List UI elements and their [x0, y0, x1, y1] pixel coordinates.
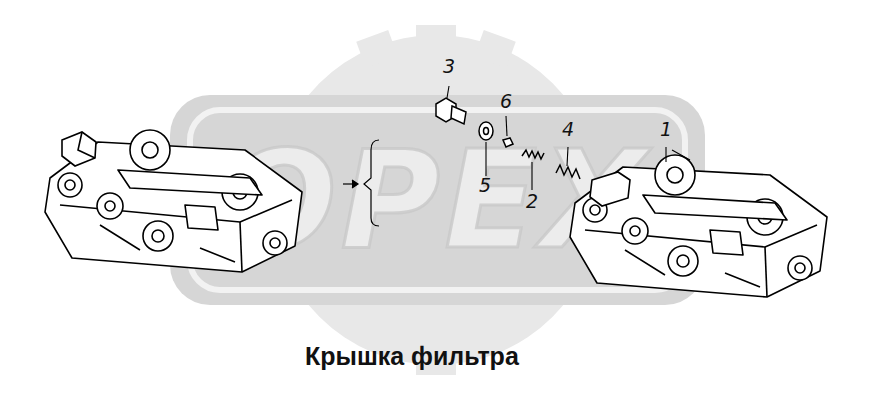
callout-number: 5 — [479, 176, 491, 195]
caption-text: Крышка фильтра — [305, 344, 519, 369]
callout-number: 1 — [660, 120, 672, 139]
callout-number: 4 — [562, 120, 574, 139]
callout-number: 6 — [500, 92, 512, 111]
callout-number: 2 — [526, 192, 538, 211]
callout-number: 3 — [443, 57, 455, 76]
